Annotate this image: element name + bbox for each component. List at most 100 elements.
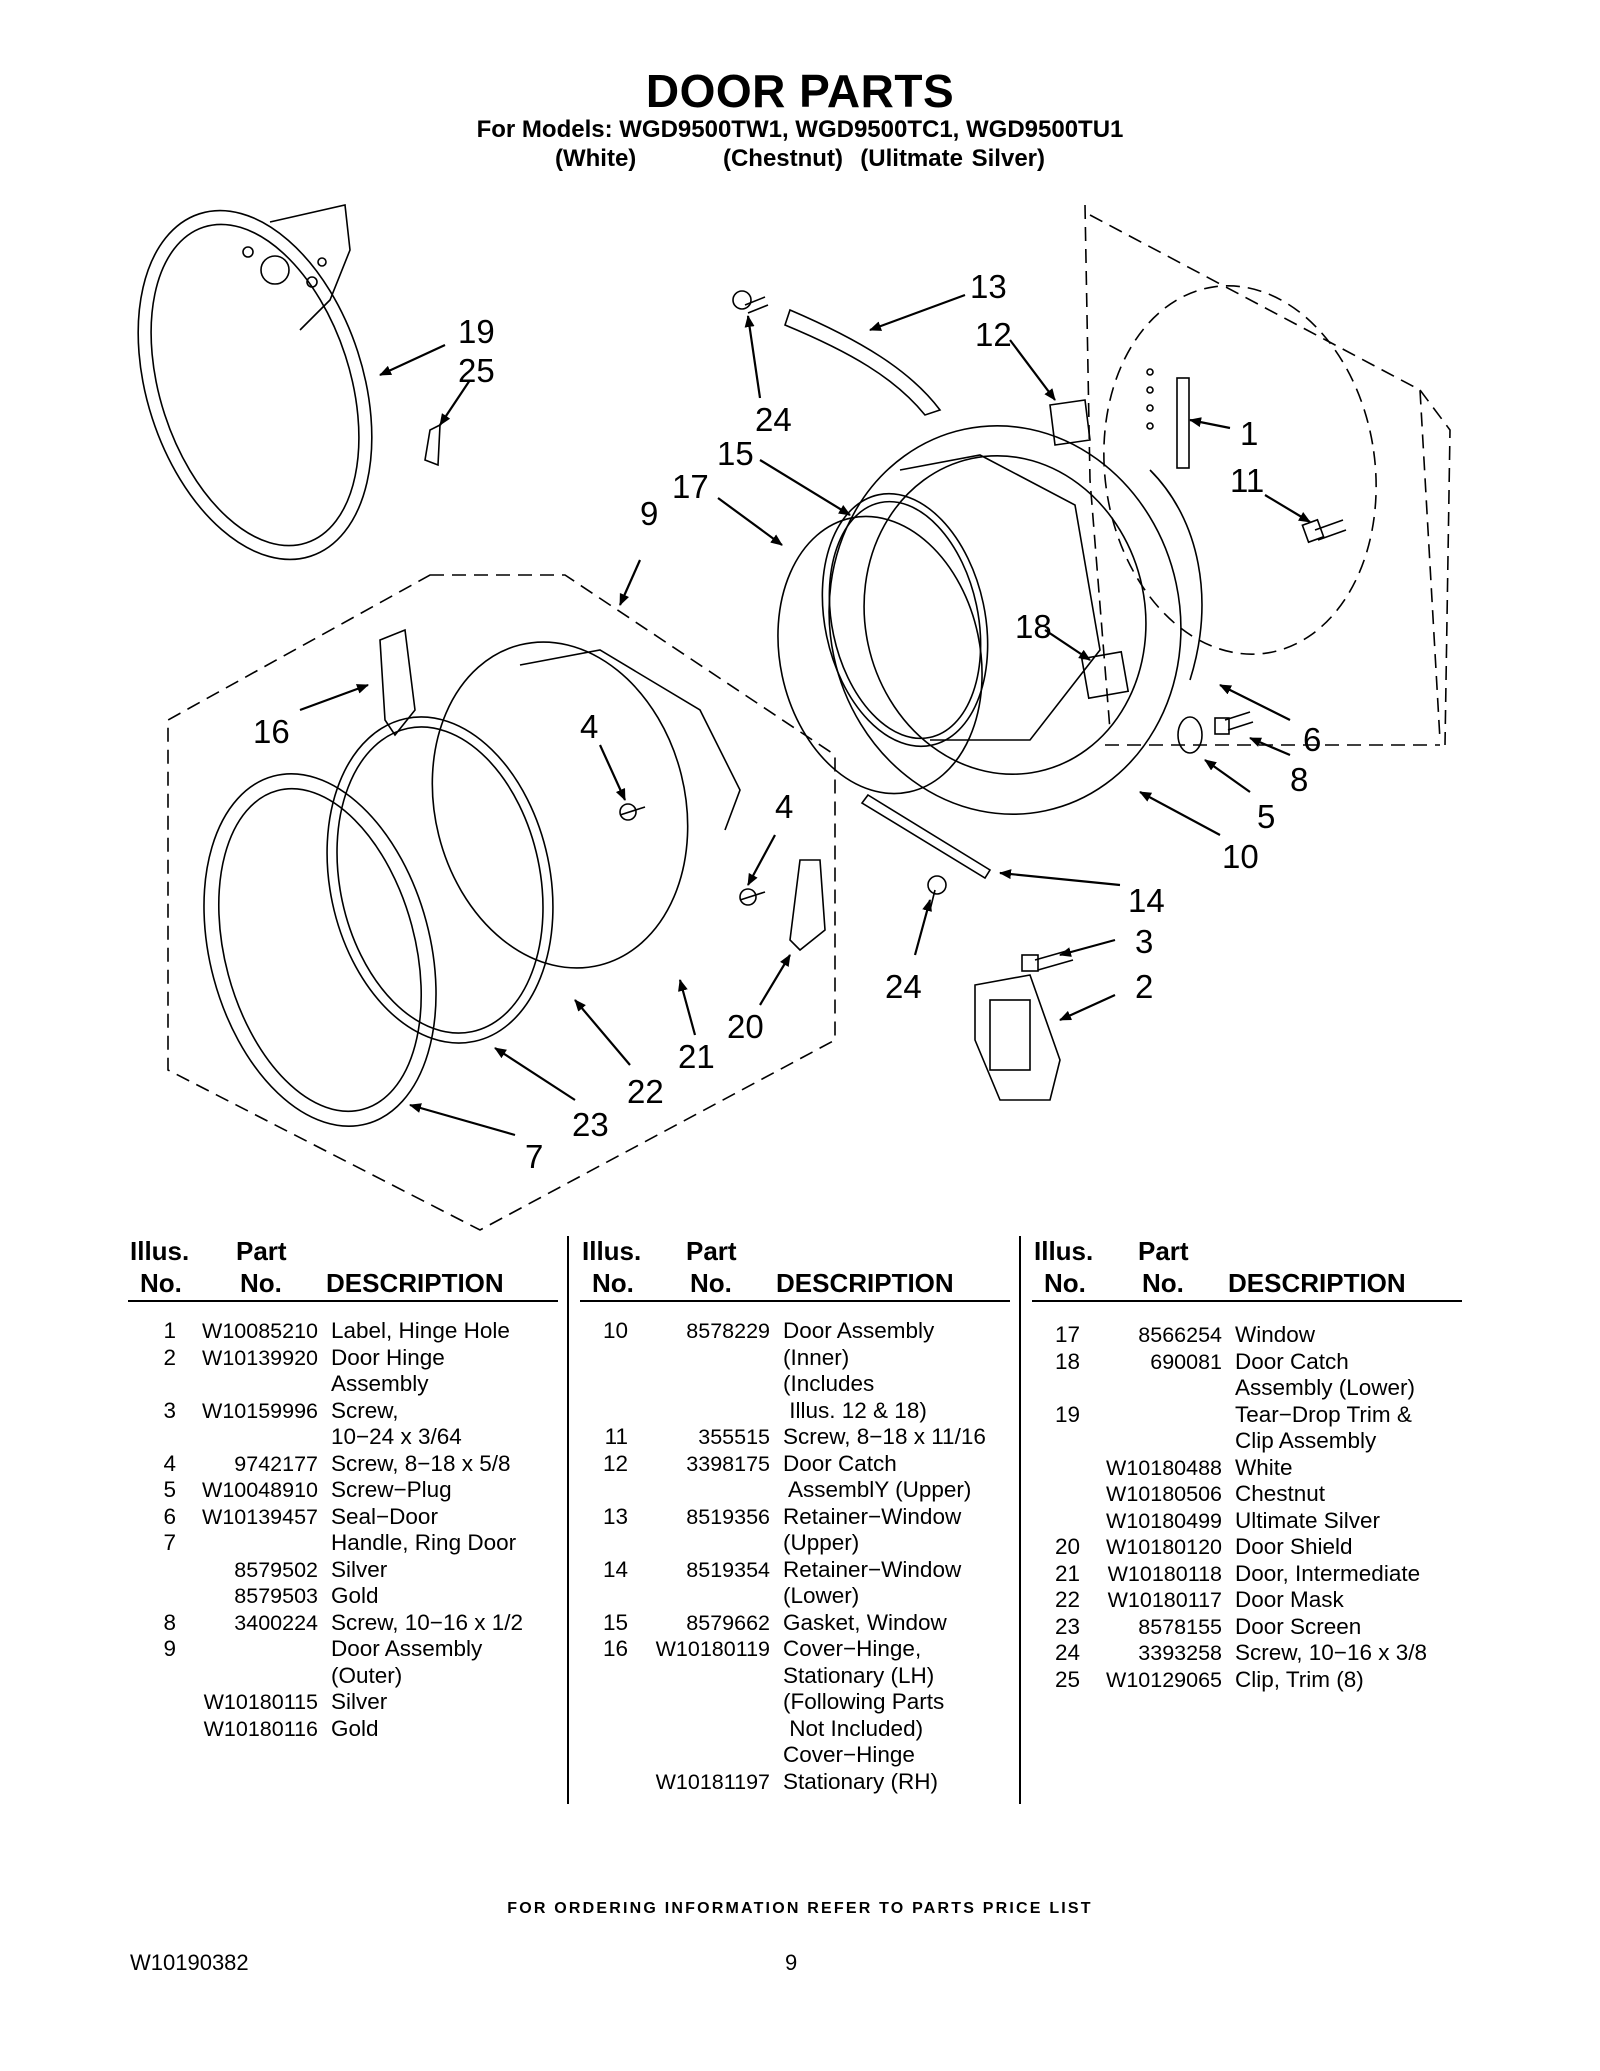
callout-2: 2	[1135, 968, 1154, 1005]
part-number: W10180117	[1107, 1588, 1222, 1612]
callout-4-left: 4	[580, 708, 599, 745]
illus-number: 2	[163, 1344, 176, 1370]
part-description: (Lower)	[783, 1583, 860, 1608]
illus-number: 3	[163, 1397, 176, 1423]
part-description: Not Included)	[783, 1715, 924, 1741]
table-row: (Outer)	[128, 1663, 558, 1690]
illus-number: 22	[1054, 1587, 1080, 1612]
table-row: Cover−Hinge	[580, 1742, 1010, 1769]
callout-9: 9	[640, 495, 659, 532]
models-line: For Models: WGD9500TW1, WGD9500TC1, WGD9…	[476, 116, 1124, 143]
part-description: Door Shield	[1235, 1534, 1353, 1559]
table-row: Illus. 12 & 18)	[580, 1398, 1010, 1425]
part-number: 8578229	[686, 1319, 770, 1343]
table-row: Assembly (Lower)	[1032, 1375, 1462, 1402]
part-description: Assembly (Lower)	[1235, 1375, 1416, 1400]
part-number: 3398175	[686, 1451, 770, 1476]
part-number: 3393258	[1138, 1641, 1222, 1665]
part-description: Door Mask	[1235, 1587, 1344, 1612]
callout-19: 19	[458, 313, 495, 350]
part-number: 9742177	[234, 1451, 318, 1476]
illus-number: 16	[602, 1636, 628, 1661]
part-description: Screw, 10−16 x 3/8	[1235, 1640, 1427, 1665]
callout-7: 7	[525, 1138, 544, 1175]
part-description: Retainer−Window	[783, 1556, 962, 1582]
callout-4-right: 4	[775, 788, 794, 825]
part-number: W10129065	[1106, 1667, 1222, 1692]
illus-number: 11	[604, 1424, 628, 1449]
part-number: W10180499	[1106, 1508, 1222, 1533]
part-number: W10180488	[1106, 1455, 1222, 1480]
header-rule	[1032, 1300, 1462, 1302]
part-description: Assembly	[331, 1371, 429, 1396]
part-number: 8519356	[686, 1504, 770, 1529]
hdr-part: Part	[686, 1236, 737, 1266]
part-number: W10048910	[202, 1478, 318, 1502]
part-number: 8519354	[686, 1557, 770, 1582]
part-number: W10180506	[1106, 1482, 1222, 1506]
part-description: Window	[1235, 1322, 1316, 1347]
part-description: Silver	[331, 1556, 388, 1582]
exploded-parts-diagram	[137, 204, 1451, 1231]
part-description: Clip Assembly	[1235, 1428, 1377, 1453]
callout-24-top: 24	[755, 401, 792, 438]
hdr-illus-no: No.	[1044, 1268, 1086, 1298]
part-description: AssemblY (Upper)	[783, 1477, 972, 1502]
part-description: Seal−Door	[331, 1503, 438, 1529]
callout-1: 1	[1240, 415, 1259, 452]
table-row: 8579502 Silver	[128, 1557, 558, 1584]
part-description: Tear−Drop Trim &	[1235, 1401, 1412, 1427]
part-description: Silver	[331, 1689, 388, 1714]
part-description: Screw−Plug	[331, 1477, 452, 1502]
table-row: (Lower)	[580, 1583, 1010, 1610]
header-rule	[128, 1300, 558, 1302]
part-description: Retainer−Window	[783, 1503, 962, 1529]
part-description: Door, Intermediate	[1235, 1560, 1421, 1586]
illus-number: 6	[163, 1503, 176, 1529]
part-description: White	[1235, 1454, 1293, 1480]
table-row: 10−24 x 3/64	[128, 1424, 558, 1451]
callout-23: 23	[572, 1106, 609, 1143]
callout-25: 25	[458, 352, 495, 389]
part-description: 10−24 x 3/64	[331, 1424, 462, 1449]
part-description: Cover−Hinge	[783, 1742, 915, 1767]
part-number: W10181197	[655, 1769, 770, 1794]
part-number: 3400224	[234, 1610, 318, 1635]
illus-number: 13	[602, 1503, 628, 1529]
part-description: Stationary (RH)	[783, 1768, 939, 1794]
illus-number: 17	[1054, 1322, 1080, 1347]
part-number: 355515	[698, 1425, 770, 1449]
part-number: 8579503	[234, 1584, 318, 1608]
table-row: (Upper)	[580, 1530, 1010, 1557]
part-description: Door Screen	[1235, 1613, 1362, 1639]
callout-10: 10	[1222, 838, 1259, 875]
hdr-illus: Illus.	[1034, 1236, 1094, 1266]
hdr-illus: Illus.	[582, 1236, 642, 1266]
hdr-description: DESCRIPTION	[1228, 1268, 1406, 1298]
parts-table-col-3-header: Illus. No. Part No. DESCRIPTION	[1032, 1236, 1462, 1308]
part-description: Ultimate Silver	[1235, 1507, 1381, 1533]
part-description: Screw, 8−18 x 11/16	[783, 1424, 986, 1449]
hdr-description: DESCRIPTION	[776, 1268, 954, 1298]
part-description: (Upper)	[783, 1530, 860, 1555]
callout-8: 8	[1290, 761, 1309, 798]
hdr-illus-no: No.	[592, 1268, 634, 1298]
callout-20: 20	[727, 1008, 764, 1045]
table-row: (Inner)	[580, 1345, 1010, 1372]
part-number: 8579502	[234, 1557, 318, 1582]
